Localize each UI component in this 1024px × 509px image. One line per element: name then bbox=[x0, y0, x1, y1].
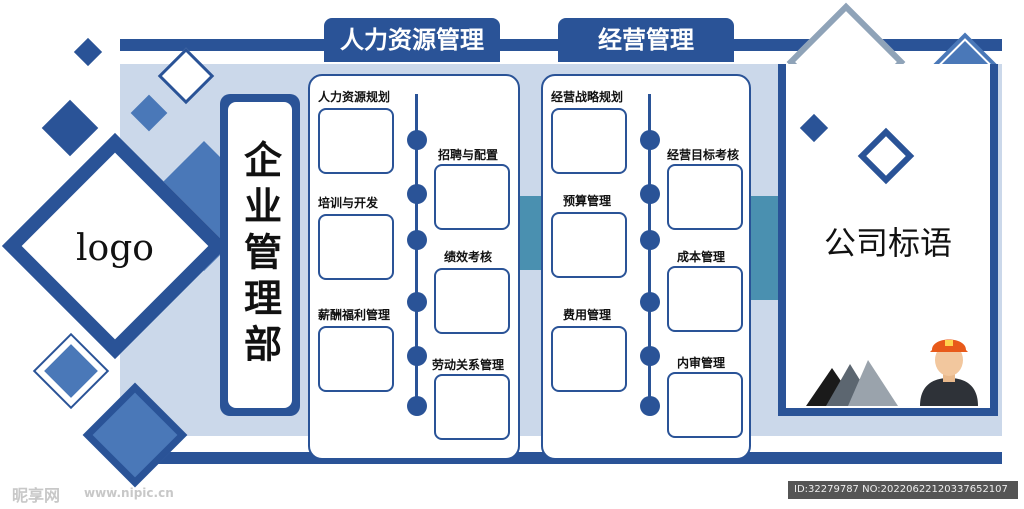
hr-item-box bbox=[318, 326, 394, 392]
timeline-node bbox=[640, 184, 660, 204]
department-title-frame: 企业管理部 bbox=[220, 94, 300, 416]
department-title: 企业管理部 bbox=[237, 140, 282, 370]
teal-connector-left bbox=[517, 196, 543, 270]
ops-item-box bbox=[667, 372, 743, 438]
hr-item-label: 薪酬福利管理 bbox=[318, 308, 391, 322]
timeline-node bbox=[407, 130, 427, 150]
ops-item-label: 内审管理 bbox=[677, 356, 726, 370]
ops-item-label: 费用管理 bbox=[563, 308, 612, 322]
timeline-node bbox=[640, 230, 660, 250]
timeline-node bbox=[640, 292, 660, 312]
teal-connector-right bbox=[749, 196, 779, 300]
ops-item-box bbox=[667, 266, 743, 332]
watermark-id: ID:32279787 NO:20220622120337652107 bbox=[788, 481, 1018, 499]
logo: logo bbox=[76, 228, 154, 269]
hr-section-title: 人力资源管理 bbox=[324, 18, 500, 62]
hr-timeline bbox=[415, 94, 418, 410]
hr-item-label: 劳动关系管理 bbox=[432, 358, 505, 372]
timeline-node bbox=[407, 346, 427, 366]
hr-item-box bbox=[318, 214, 394, 280]
mountain-illustration bbox=[806, 360, 898, 406]
ops-item-label: 经营目标考核 bbox=[667, 148, 740, 162]
hr-item-box bbox=[434, 268, 510, 334]
timeline-node bbox=[640, 346, 660, 366]
watermark-brand: 昵享网 bbox=[12, 486, 61, 505]
timeline-node bbox=[640, 396, 660, 416]
timeline-node bbox=[407, 230, 427, 250]
worker-icon bbox=[920, 339, 978, 406]
hr-item-label: 人力资源规划 bbox=[318, 90, 391, 104]
slogan-text: 公司标语 bbox=[823, 224, 952, 262]
hr-item-label: 培训与开发 bbox=[318, 196, 379, 210]
ops-section-title: 经营管理 bbox=[558, 18, 734, 62]
ops-item-label: 经营战略规划 bbox=[551, 90, 624, 104]
hr-item-label: 绩效考核 bbox=[444, 250, 493, 264]
ops-item-box bbox=[551, 212, 627, 278]
diamond-decoration bbox=[41, 99, 99, 157]
ops-item-box bbox=[551, 326, 627, 392]
hr-item-box bbox=[434, 164, 510, 230]
timeline-node bbox=[407, 396, 427, 416]
timeline-node bbox=[407, 292, 427, 312]
hr-item-label: 招聘与配置 bbox=[438, 148, 499, 162]
timeline-node bbox=[407, 184, 427, 204]
ops-item-box bbox=[667, 164, 743, 230]
watermark-url: www.nipic.cn bbox=[84, 486, 174, 500]
hr-panel: 人力资源规划 培训与开发 薪酬福利管理 招聘与配置 绩效考核 劳动关系管理 bbox=[308, 74, 520, 460]
ops-timeline bbox=[648, 94, 651, 410]
ops-item-label: 预算管理 bbox=[563, 194, 612, 208]
ops-item-label: 成本管理 bbox=[677, 250, 726, 264]
timeline-node bbox=[640, 130, 660, 150]
ops-item-box bbox=[551, 108, 627, 174]
hr-item-box bbox=[318, 108, 394, 174]
diamond-decoration bbox=[73, 37, 103, 67]
hr-item-box bbox=[434, 374, 510, 440]
ops-panel: 经营战略规划 预算管理 费用管理 经营目标考核 成本管理 内审管理 bbox=[541, 74, 751, 460]
